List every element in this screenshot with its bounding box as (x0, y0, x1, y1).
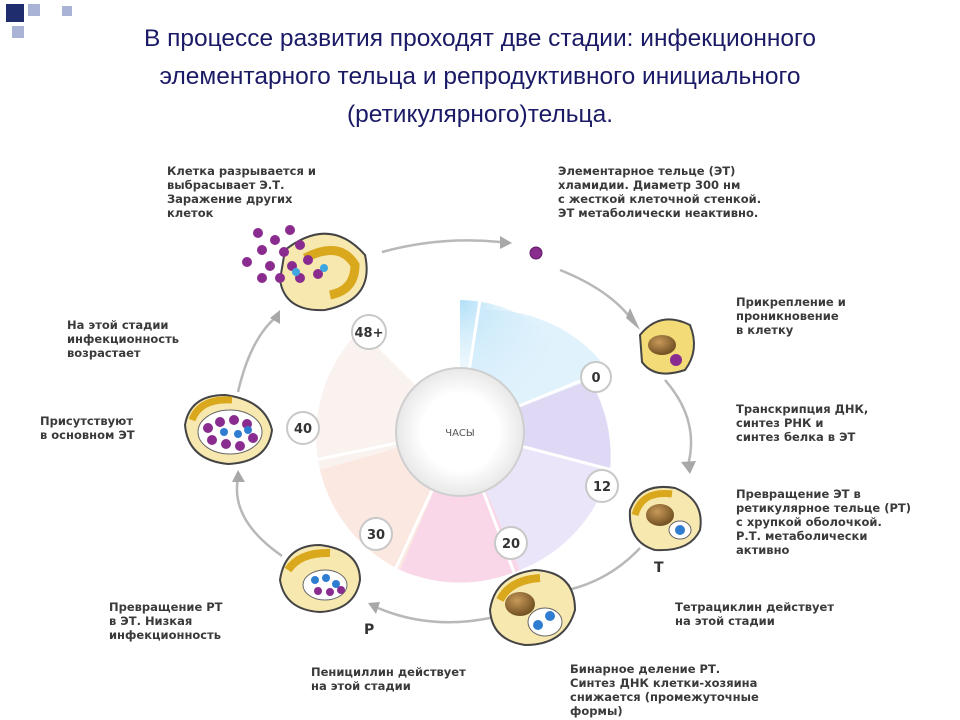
corner-square-light-2 (12, 26, 24, 38)
hour-bubble-30: 30 (359, 517, 393, 551)
corner-square-dark-1 (6, 4, 24, 22)
label-attachment: Прикрепление и проникновение в клетку (736, 295, 846, 337)
cell-release-illustration (242, 225, 368, 312)
label-penicillin: Пенициллин действует на этой стадии (311, 665, 466, 693)
letter-t: Т (654, 560, 664, 576)
corner-square-light-3 (62, 6, 72, 16)
title-line-1: В процессе развития проходят две стадии:… (143, 25, 817, 52)
cycle-arrows (235, 239, 693, 624)
label-binary-division: Бинарное деление РТ. Синтез ДНК клетки-х… (570, 662, 759, 718)
label-release: Клетка разрывается и выбрасывает Э.Т. За… (167, 164, 316, 220)
elementary-body (529, 246, 543, 260)
label-tetracycline: Тетрациклин действует на этой стадии (675, 600, 834, 628)
hour-30-text: 30 (367, 528, 385, 543)
hour-48-text: 48+ (355, 326, 384, 341)
hour-bubble-0: 0 (580, 361, 612, 393)
title-line-3: (ретикулярного)тельца. (346, 101, 614, 128)
hour-0-text: 0 (591, 371, 600, 386)
corner-square-light-1 (28, 4, 40, 16)
label-elementary-body: Элементарное тельце (ЭТ) хламидии. Диаме… (558, 164, 762, 220)
title-line-2: элементарного тельца и репродуктивного и… (159, 63, 801, 90)
hour-bubble-48: 48+ (351, 314, 387, 350)
binary-division-cell-illustration (488, 568, 577, 647)
hour-bubble-12: 12 (585, 469, 619, 503)
arrow-heads (232, 236, 696, 614)
label-infectivity: На этой стадии инфекционность возрастает (67, 318, 180, 360)
label-rt-to-et: Превращение РТ в ЭТ. Низкая инфекционнос… (109, 600, 223, 642)
hour-bubble-40: 40 (286, 411, 320, 445)
label-present-et: Присутствуют в основном ЭТ (40, 414, 135, 442)
letter-p: Р (364, 622, 375, 638)
attachment-cell-illustration (638, 318, 695, 375)
rt-to-et-cell-illustration (278, 543, 362, 614)
clock-center (395, 367, 525, 497)
center-label: ЧАСЫ (445, 428, 475, 439)
hour-bubble-20: 20 (494, 526, 528, 560)
et-filled-cell-illustration (183, 393, 274, 466)
label-transformation: Превращение ЭТ в ретикулярное тельце (РТ… (736, 487, 912, 557)
hour-20-text: 20 (502, 537, 520, 552)
label-transcription: Транскрипция ДНК, синтез РНК и синтез бе… (736, 402, 869, 444)
transformation-cell-illustration (628, 486, 702, 552)
hour-12-text: 12 (593, 480, 611, 495)
hour-40-text: 40 (294, 422, 312, 437)
slide-title: В процессе развития проходят две стадии:… (30, 20, 930, 134)
